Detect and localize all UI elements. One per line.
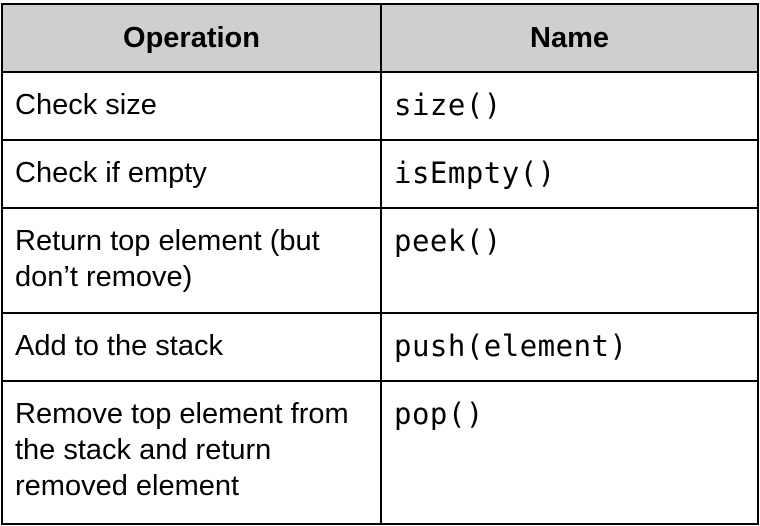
header-name: Name — [380, 3, 759, 73]
table-row: Check size size() — [1, 71, 759, 141]
operation-cell: Remove top element from the stack and re… — [1, 380, 382, 525]
method-name-cell: pop() — [380, 380, 759, 525]
operation-cell: Return top element (but don’t remove) — [1, 207, 382, 314]
table-row: Return top element (but don’t remove) pe… — [1, 207, 759, 314]
operation-cell: Check if empty — [1, 139, 382, 209]
operation-cell: Check size — [1, 71, 382, 141]
operation-cell: Add to the stack — [1, 312, 382, 382]
method-name-cell: size() — [380, 71, 759, 141]
operations-table: Operation Name Check size size() Check i… — [1, 3, 759, 525]
method-name-cell: push(element) — [380, 312, 759, 382]
table-row: Remove top element from the stack and re… — [1, 380, 759, 525]
table-header-row: Operation Name — [1, 3, 759, 73]
table-row: Add to the stack push(element) — [1, 312, 759, 382]
method-name-cell: isEmpty() — [380, 139, 759, 209]
header-operation: Operation — [1, 3, 382, 73]
method-name-cell: peek() — [380, 207, 759, 314]
table-row: Check if empty isEmpty() — [1, 139, 759, 209]
